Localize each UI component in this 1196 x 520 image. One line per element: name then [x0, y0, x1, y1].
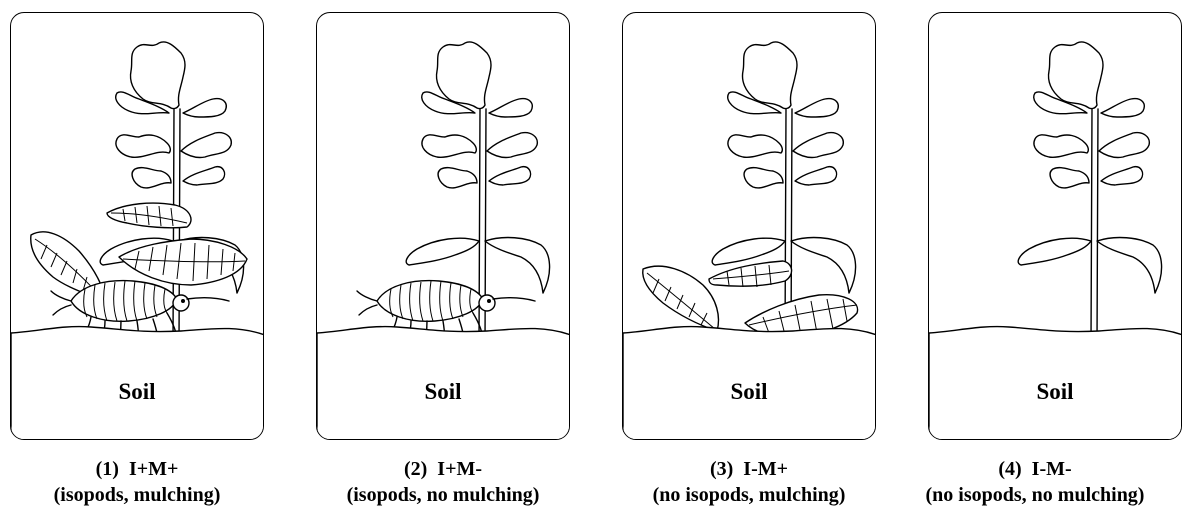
leaf-mulch-drawing — [643, 261, 858, 337]
caption-2: (2) I+M- (isopods, no mulching) — [283, 456, 603, 508]
caption-4: (4) I-M- (no isopods, no mulching) — [875, 456, 1195, 508]
caption-1-description: (isopods, mulching) — [0, 482, 297, 508]
plant-drawing — [1018, 42, 1161, 343]
panel-2-illustration — [317, 13, 570, 440]
caption-3: (3) I-M+ (no isopods, mulching) — [589, 456, 909, 508]
soil-label: Soil — [929, 379, 1181, 405]
panel-4: Soil — [928, 12, 1182, 440]
caption-1: (1) I+M+ (isopods, mulching) — [0, 456, 297, 508]
soil-label: Soil — [623, 379, 875, 405]
caption-4-title: (4) I-M- — [875, 456, 1195, 482]
soil-label: Soil — [317, 379, 569, 405]
caption-4-description: (no isopods, no mulching) — [875, 482, 1195, 508]
panel-3: Soil — [622, 12, 876, 440]
caption-3-title: (3) I-M+ — [589, 456, 909, 482]
soil-label: Soil — [11, 379, 263, 405]
panel-1: Soil — [10, 12, 264, 440]
panel-1-illustration — [11, 13, 264, 440]
caption-1-title: (1) I+M+ — [0, 456, 297, 482]
panel-4-illustration — [929, 13, 1182, 440]
caption-2-description: (isopods, no mulching) — [283, 482, 603, 508]
caption-2-title: (2) I+M- — [283, 456, 603, 482]
panel-3-illustration — [623, 13, 876, 440]
panel-2: Soil — [316, 12, 570, 440]
caption-3-description: (no isopods, mulching) — [589, 482, 909, 508]
